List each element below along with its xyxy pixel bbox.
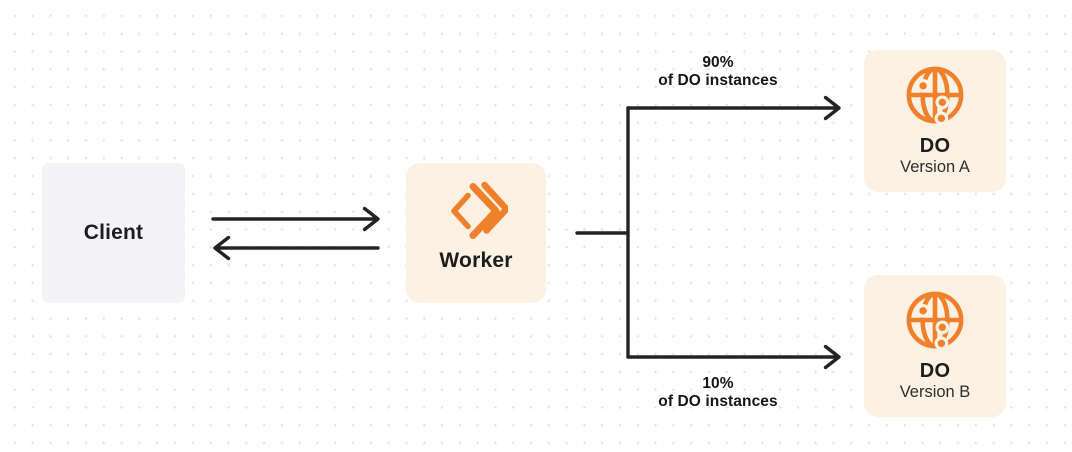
split-percent-bottom: 10% xyxy=(702,375,734,392)
split-percent-top: 90% xyxy=(702,54,734,71)
arrow-client-to-worker xyxy=(211,206,380,232)
split-label-90-percent: 90% of DO instances xyxy=(618,54,818,89)
workers-chevrons-icon xyxy=(451,181,508,239)
do-version-a-title: DO xyxy=(919,135,951,157)
do-version-a-subtitle: Version A xyxy=(900,158,970,176)
durable-object-globe-icon xyxy=(906,66,964,126)
arrow-worker-to-client xyxy=(213,235,380,261)
split-connector-trunk xyxy=(575,106,630,359)
client-node: Client xyxy=(42,163,185,303)
do-version-b-subtitle: Version B xyxy=(899,383,971,401)
do-version-a-node: DO Version A xyxy=(864,50,1006,192)
split-caption-top: of DO instances xyxy=(658,71,778,89)
arrow-to-do-version-b xyxy=(626,344,841,370)
do-version-b-title: DO xyxy=(919,360,951,382)
split-label-10-percent: 10% of DO instances xyxy=(618,375,818,410)
arrow-to-do-version-a xyxy=(626,95,841,121)
split-caption-bottom: of DO instances xyxy=(658,392,778,410)
durable-object-globe-icon xyxy=(906,291,964,351)
worker-node-label: Worker xyxy=(439,249,513,272)
do-version-b-node: DO Version B xyxy=(864,275,1006,417)
client-node-label: Client xyxy=(83,221,144,244)
worker-node: Worker xyxy=(406,163,546,303)
